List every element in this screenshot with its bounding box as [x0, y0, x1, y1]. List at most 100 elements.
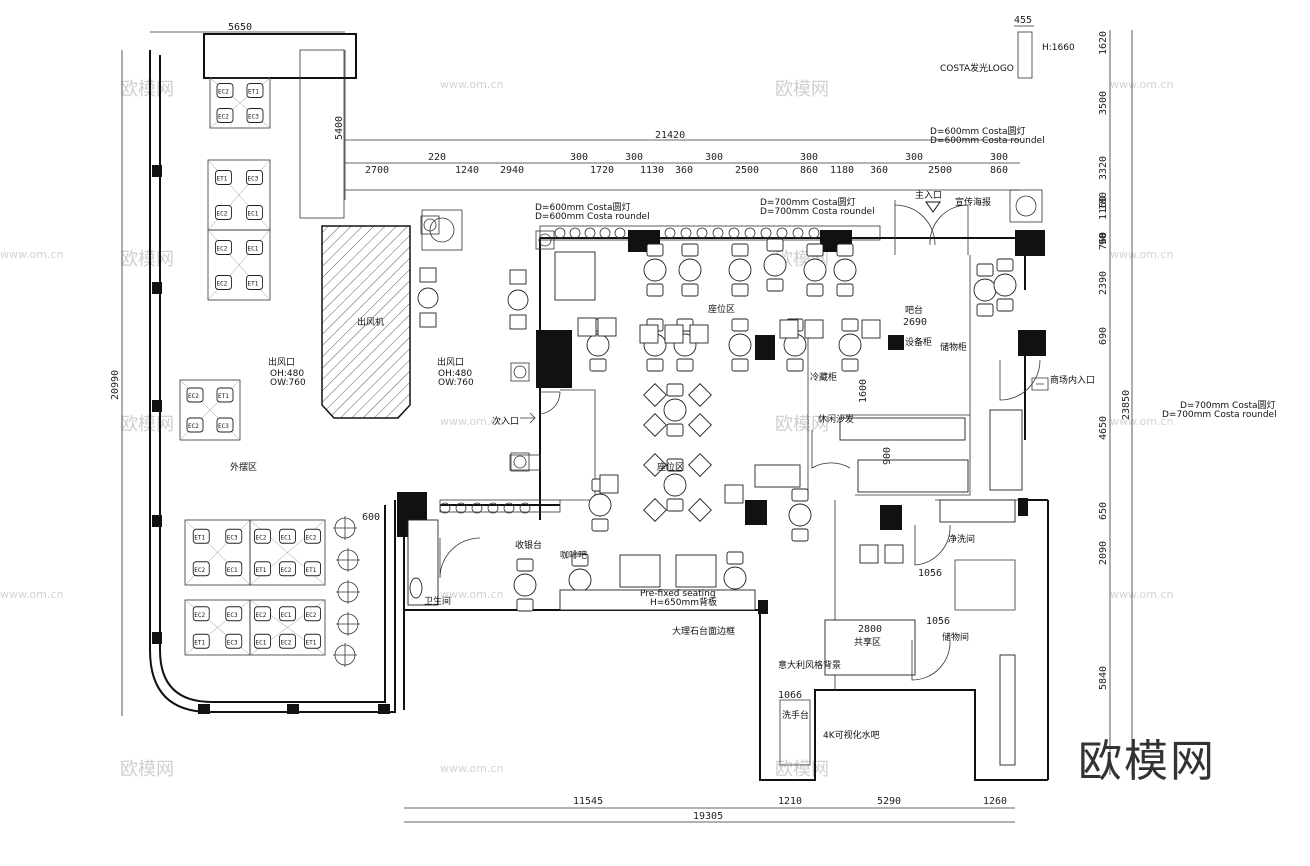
chair [841, 358, 859, 372]
plant-icon [333, 516, 357, 540]
dim-bottom: 1260 [983, 796, 1007, 807]
small-note: 储物柜 [940, 341, 967, 353]
chair [589, 358, 607, 372]
chair-code: EC1 [227, 567, 238, 574]
chair [731, 358, 749, 372]
chair-code: EC2 [194, 567, 205, 574]
square-table [884, 544, 904, 564]
watermark: 欧模网 [775, 79, 829, 100]
chair [676, 358, 694, 372]
watermark: 欧模网 [120, 414, 174, 435]
watermark: 欧模网 [775, 414, 829, 435]
lamp-note: D=700mm Costa圆灯 [1180, 400, 1276, 411]
chair [731, 243, 749, 257]
chair [279, 633, 296, 649]
mall-entrance-label: 商场内入口 [1050, 374, 1095, 386]
chair [731, 283, 749, 297]
dim-top-segment: 300 [625, 152, 643, 163]
chair [841, 318, 859, 332]
dim-1066: 1066 [778, 690, 802, 701]
chair [216, 387, 234, 403]
watermark: www.om.cn [1110, 588, 1173, 601]
dim-top-segment: 2940 [500, 165, 524, 176]
column [1018, 498, 1028, 516]
dim-left-height: 20990 [110, 370, 121, 400]
plant-icon [728, 227, 740, 239]
chair-code: EC3 [248, 114, 259, 121]
logo-sign-label: COSTA发光LOGO [940, 62, 1014, 74]
dim-top-segment: 300 [905, 152, 923, 163]
plant-icon [513, 455, 527, 469]
chair [666, 383, 684, 397]
chair [192, 528, 210, 544]
square-table [724, 484, 744, 504]
dim-900: 900 [882, 447, 893, 465]
dim-top-segment: 360 [675, 165, 693, 176]
logo-height: H:1660 [1042, 43, 1075, 53]
chair [646, 243, 664, 257]
chair-code: EC3 [227, 612, 238, 619]
column [880, 505, 902, 530]
sofa [754, 464, 801, 488]
planter-box [203, 33, 357, 79]
chair [419, 267, 437, 283]
chair [279, 606, 296, 622]
column [152, 400, 162, 412]
chair [666, 458, 684, 472]
watermark: www.om.cn [0, 248, 63, 261]
watermark: www.om.cn [1110, 248, 1173, 261]
plant-icon [712, 227, 724, 239]
plant-icon [471, 502, 483, 514]
small-note: 吧台 [905, 304, 923, 316]
chair-code: EC2 [306, 612, 317, 619]
chair [836, 243, 854, 257]
square-table [577, 317, 597, 337]
chair [215, 205, 232, 220]
lamp-note: D=600mm Costa roundel [535, 212, 650, 222]
plant-icon [455, 502, 467, 514]
plant-icon [792, 227, 804, 239]
chair [681, 283, 699, 297]
counter [857, 459, 969, 493]
dim-top-segment: 300 [570, 152, 588, 163]
plant-icon [336, 548, 360, 572]
chair [571, 553, 589, 567]
glazing-band [539, 225, 881, 241]
dim-top-segment: 860 [800, 165, 818, 176]
dim-top-segment: 2700 [365, 165, 389, 176]
round-table [417, 287, 439, 309]
dim-top-segment: 860 [990, 165, 1008, 176]
chair-code: EC2 [256, 612, 267, 619]
chair [246, 240, 263, 255]
chair [996, 298, 1014, 312]
air-outlet-box-label: 出风机 [357, 316, 384, 328]
chair-code: EC1 [248, 211, 259, 218]
chair [688, 413, 712, 437]
dim-2800: 2800 [858, 624, 882, 635]
dim-bottom: 5290 [877, 796, 901, 807]
chair-code: EC3 [227, 534, 238, 541]
round-table [728, 258, 752, 282]
chair-code: EC2 [217, 281, 228, 288]
plant-icon [538, 233, 552, 247]
chair [216, 417, 234, 433]
chair-code: EC2 [281, 567, 292, 574]
column [198, 704, 210, 714]
chair [731, 318, 749, 332]
plant-icon [535, 230, 555, 250]
air-outlet-dims: OW:760 [438, 378, 474, 388]
table-group [249, 519, 326, 586]
chair [246, 205, 263, 220]
interior-walls [397, 225, 1049, 781]
arrow-down-icon [925, 201, 941, 213]
decor-panel [1009, 189, 1043, 223]
chair-code: ET1 [218, 393, 229, 400]
chair [279, 561, 296, 577]
plant-icon [336, 612, 360, 636]
chair-code: EC1 [281, 534, 292, 541]
chair [216, 108, 234, 123]
plant-icon [487, 502, 499, 514]
small-note: 设备柜 [905, 336, 932, 348]
chair [509, 314, 527, 330]
